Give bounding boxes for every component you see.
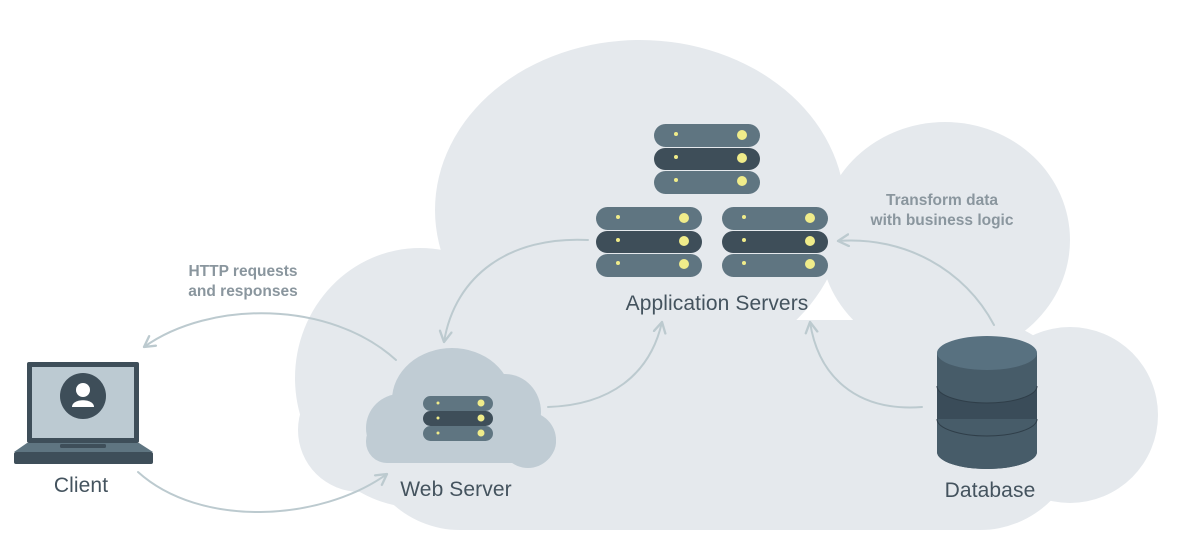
annotation-http-line1: HTTP requests [188,263,298,280]
arrow-web-to-app [547,320,667,408]
arrow-app-to-web [438,238,589,344]
arrow-db-to-app-left [804,320,923,409]
arrow-db-to-app-right [836,233,995,326]
server-rack-icon [596,124,828,277]
cloud-server-icon [366,348,556,468]
arrow-client-to-web [137,471,389,513]
server-stack-left [596,207,702,277]
server-stack-right [722,207,828,277]
node-label-client: Client [53,474,109,497]
laptop-user-icon [14,362,153,464]
annotation-transform-line1: Transform data [886,192,998,209]
annotation-http: HTTP requests and responses [188,262,297,302]
arrow-web-to-client [142,312,397,361]
node-label-web-server: Web Server [400,478,512,501]
node-label-database: Database [944,479,1036,502]
database-cylinder-icon [936,336,1038,469]
annotation-transform: Transform data with business logic [871,191,1014,231]
node-label-application-servers: Application Servers [625,292,809,315]
annotation-http-line2: and responses [188,283,298,300]
server-stack-top [654,124,760,194]
annotation-transform-line2: with business logic [870,212,1014,229]
